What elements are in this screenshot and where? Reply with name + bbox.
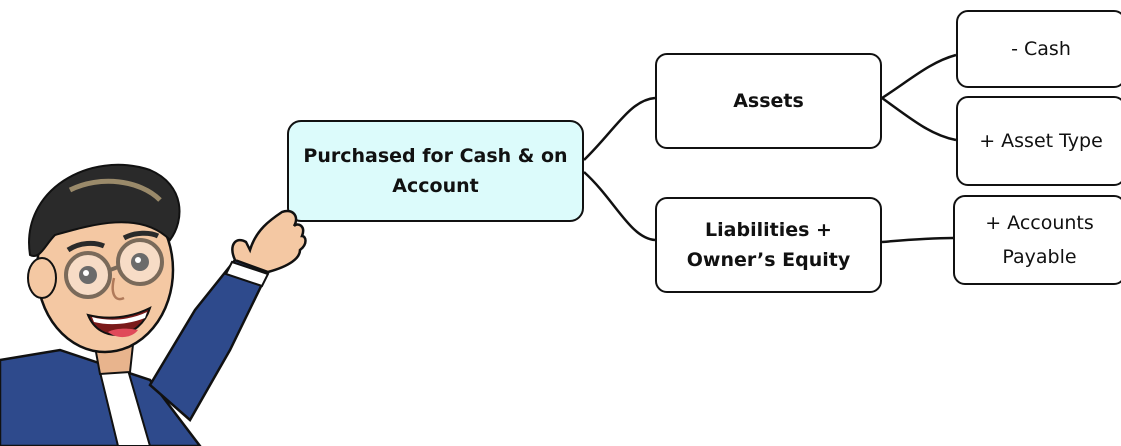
node-liabilities-owners-equity: Liabilities + Owner’s Equity xyxy=(655,197,882,293)
tongue xyxy=(108,328,138,338)
node-cash-label: - Cash xyxy=(1011,38,1071,60)
node-root-line1: Purchased for Cash & on xyxy=(303,145,568,167)
node-ap-line1: + Accounts xyxy=(985,212,1094,234)
eyebrow-right xyxy=(122,230,160,241)
cartoon-presenter-avatar-icon xyxy=(0,163,307,446)
node-ap-line2: Payable xyxy=(1002,246,1077,268)
nose xyxy=(111,277,125,301)
connector-liabilities-ap xyxy=(881,236,954,244)
node-assets-label: Assets xyxy=(733,90,804,112)
node-accounts-payable: + Accounts Payable xyxy=(953,195,1121,285)
connector-root-liabilities xyxy=(583,171,656,242)
eyebrow-left xyxy=(66,240,106,253)
node-asset-type-label: + Asset Type xyxy=(979,130,1103,152)
ear xyxy=(27,257,57,299)
connector-assets-asset-type xyxy=(881,96,957,142)
suit-jacket xyxy=(0,348,202,446)
node-liabilities-line1: Liabilities + xyxy=(705,219,832,241)
connector-root-assets xyxy=(583,96,656,161)
glasses-bridge xyxy=(109,265,119,272)
node-liabilities-line2: Owner’s Equity xyxy=(686,249,851,271)
node-assets: Assets xyxy=(655,53,882,149)
connector-assets-cash xyxy=(881,53,957,100)
shirt-cuff xyxy=(224,260,270,288)
node-purchased-for-cash: Purchased for Cash & on Account xyxy=(287,120,584,222)
hair-highlight xyxy=(68,178,162,202)
node-root-line2: Account xyxy=(392,175,479,197)
node-cash: - Cash xyxy=(956,10,1121,88)
teeth xyxy=(92,312,147,325)
presenting-hand xyxy=(231,209,307,274)
node-asset-type: + Asset Type xyxy=(956,96,1121,186)
